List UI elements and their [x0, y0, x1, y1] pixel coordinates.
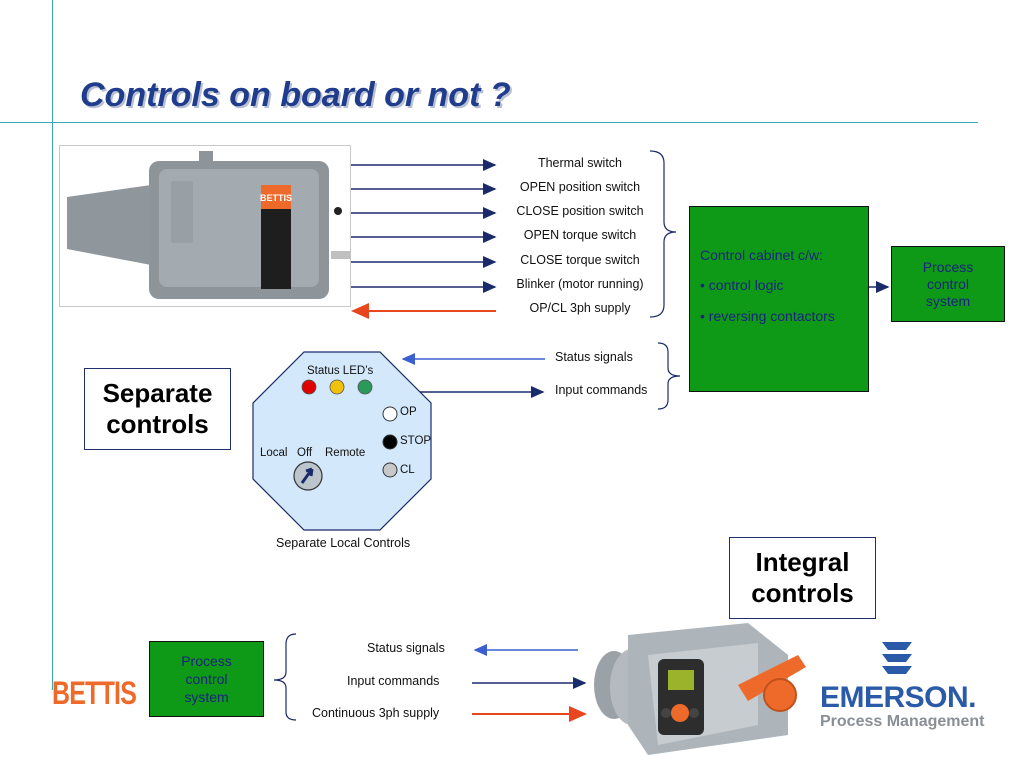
process-control-box-top: Process control system: [891, 246, 1005, 322]
led-red: [301, 379, 317, 395]
selector-remote: Remote: [325, 447, 366, 459]
signal-close-torque: CLOSE torque switch: [520, 253, 640, 267]
page-title: Controls on board or not ?: [80, 76, 511, 114]
separate-controls-text: Separate controls: [102, 378, 213, 439]
button-op: [382, 406, 398, 422]
bettis-logo: BETTIS: [52, 675, 137, 711]
integral-controls-label: Integral controls: [729, 537, 876, 619]
selector-local: Local: [260, 447, 288, 459]
process-control-label-bottom: Process control system: [181, 653, 232, 705]
signal-open-torque: OPEN torque switch: [523, 228, 637, 242]
actuator-photo-bottom: [594, 623, 806, 755]
process-control-label-top: Process control system: [922, 258, 974, 309]
octagon-caption: Separate Local Controls: [276, 536, 411, 550]
status-leds-label: Status LED’s: [307, 365, 374, 377]
svg-text:BETTIS: BETTIS: [260, 193, 292, 203]
process-control-box-bottom: Process control system: [149, 641, 264, 717]
status-signals-bottom: Status signals: [367, 641, 445, 655]
brace-middle: [657, 342, 681, 410]
cl-label: CL: [400, 464, 415, 476]
cabinet-item: • reversing contactors: [700, 308, 835, 324]
supply-bottom: Continuous 3ph supply: [312, 706, 440, 720]
control-cabinet-box: Control cabinet c/w: • control logic • r…: [689, 206, 869, 392]
signal-supply: OP/CL 3ph supply: [529, 301, 631, 315]
signal-thermal: Thermal switch: [537, 156, 623, 170]
input-commands-top: Input commands: [555, 383, 648, 397]
status-signals-top: Status signals: [555, 350, 633, 364]
brace-bottom: [273, 633, 297, 721]
signal-open-position: OPEN position switch: [519, 180, 641, 194]
local-controls-octagon: [252, 351, 432, 531]
op-label: OP: [400, 406, 417, 418]
title-underline: [0, 122, 978, 123]
brace-top: [649, 150, 677, 318]
led-yellow: [329, 379, 345, 395]
separate-controls-label: Separate controls: [84, 368, 231, 450]
signal-blinker: Blinker (motor running): [516, 277, 644, 291]
left-accent-line: [52, 0, 53, 690]
cabinet-item: • control logic: [700, 277, 784, 293]
input-commands-bottom: Input commands: [347, 674, 440, 688]
button-stop: [382, 434, 398, 450]
button-cl: [382, 462, 398, 478]
actuator-photo-top: BETTIS: [59, 145, 351, 307]
led-green: [357, 379, 373, 395]
signal-close-position: CLOSE position switch: [516, 204, 644, 218]
cabinet-heading: Control cabinet c/w:: [700, 247, 823, 263]
selector-off: Off: [297, 447, 313, 459]
stop-label: STOP: [400, 435, 432, 447]
emerson-logo-mark: [882, 642, 912, 674]
integral-controls-text: Integral controls: [751, 547, 854, 608]
emerson-logo: EMERSON.: [820, 681, 977, 714]
emerson-subtitle: Process Management: [820, 713, 985, 730]
